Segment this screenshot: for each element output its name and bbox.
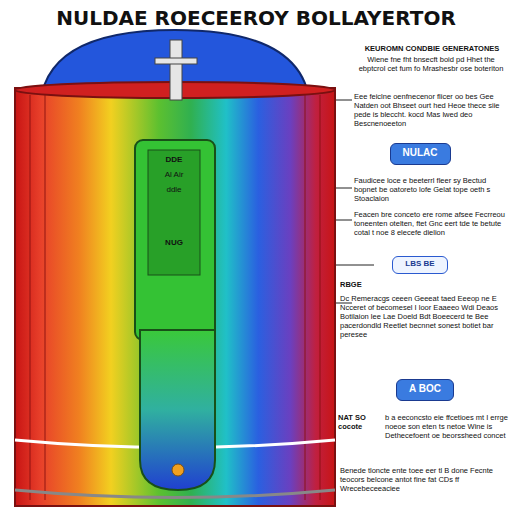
annotation-text: NAT SO cocote: [338, 413, 382, 431]
annotation-text: Benede tloncte ente toee eer tl B done F…: [340, 466, 508, 493]
diagram-title: NULDAE ROECEEROY BOLLAYERTOR: [0, 6, 512, 30]
label-pill: NULAC: [390, 143, 451, 165]
pill-text: A BOC: [397, 383, 453, 395]
tube-label: Al Air: [152, 170, 196, 180]
annotation-text: Eee feiclne oenfnecenor flicer oo bes Ge…: [354, 92, 508, 128]
pill-text: LBS BE: [393, 259, 447, 269]
annotation-text: Dc Remeracgs ceeen Geeeat taed Eeeop ne …: [340, 294, 508, 339]
annotation-text: Feacen bre conceto ere rome afsee Fecrre…: [354, 210, 508, 237]
tube-label: ddle: [152, 185, 196, 195]
annotation-text: KEUROMN CONDBIE GENERATONES: [356, 44, 508, 53]
tube-label: NUG: [152, 238, 196, 248]
pill-text: NULAC: [391, 147, 450, 159]
annotation-text: b a eeconcsto eie ffcetioes mt I errge n…: [385, 413, 508, 440]
annotation-text: Faudicee loce e beeterrl fleer sy Bectud…: [354, 176, 508, 203]
tube-label: DDE: [152, 155, 196, 165]
label-pill: A BOC: [396, 379, 454, 401]
annotation-text: RBGE: [340, 280, 380, 289]
annotation-text: Wiene fne fht bnsecft boid pd Hhet the e…: [356, 55, 506, 73]
label-pill: LBS BE: [392, 256, 448, 274]
